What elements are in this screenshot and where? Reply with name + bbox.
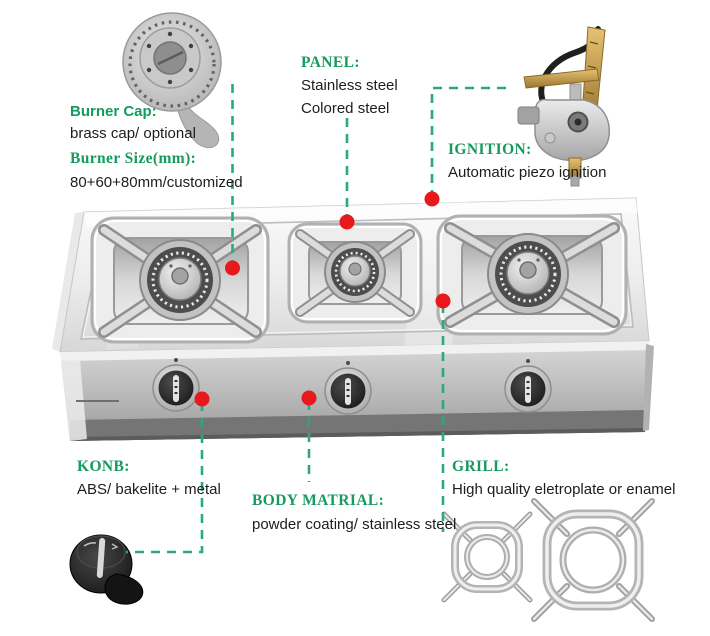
dot-knob	[194, 391, 210, 407]
knob-middle	[324, 361, 372, 415]
dot-body-material	[301, 390, 317, 406]
ignition-title: IGNITION:	[448, 141, 532, 158]
knob-right	[504, 359, 552, 413]
burner-cap-title: Burner Cap:	[70, 103, 157, 120]
burner-left	[90, 216, 270, 344]
callout-panel: PANEL: Stainless steel Colored steel	[301, 54, 398, 118]
burner-cap-value: brass cap/ optional	[70, 125, 196, 142]
grill-value: High quality eletroplate or enamel	[452, 481, 676, 498]
connector-knob	[126, 402, 204, 554]
control-knob-photo	[69, 534, 144, 605]
burner-middle	[287, 222, 423, 324]
callout-knob: KONB: ABS/ bakelite + metal	[77, 458, 221, 499]
panel-value-2: Colored steel	[301, 100, 390, 117]
grill-title: GRILL:	[452, 458, 510, 475]
dot-ignition	[424, 191, 440, 207]
grill-small	[441, 511, 533, 603]
panel-value-1: Stainless steel	[301, 77, 398, 94]
ignition-value: Automatic piezo ignition	[448, 164, 607, 181]
connector-ignition	[430, 86, 506, 195]
callout-ignition: IGNITION: Automatic piezo ignition	[448, 141, 606, 182]
callout-burner-cap: Burner Cap: brass cap/ optional Burner S…	[70, 103, 243, 192]
callout-body-material: BODY MATRIAL: powder coating/ stainless …	[252, 492, 456, 534]
three-burner-gas-stove-photo	[52, 197, 654, 441]
body-material-title: BODY MATRIAL:	[252, 492, 385, 509]
burner-right	[436, 214, 628, 336]
grill-large	[531, 498, 655, 622]
dot-panel	[339, 214, 355, 230]
piezo-ignition-valve-photo	[517, 26, 610, 187]
knob-value: ABS/ bakelite + metal	[77, 481, 221, 498]
panel-title: PANEL:	[301, 54, 360, 71]
dot-burner-cap	[225, 260, 240, 276]
knob-left	[152, 358, 200, 412]
burner-size-title: Burner Size(mm):	[70, 150, 197, 167]
body-material-value: powder coating/ stainless steel	[252, 516, 457, 533]
knob-title: KONB:	[77, 458, 130, 475]
dot-grill	[435, 293, 451, 309]
burner-cap-photo	[122, 12, 222, 149]
burner-size-value: 80+60+80mm/customized	[70, 174, 243, 191]
pan-support-grills-photo	[441, 498, 655, 622]
callout-grill: GRILL: High quality eletroplate or ename…	[452, 458, 675, 499]
